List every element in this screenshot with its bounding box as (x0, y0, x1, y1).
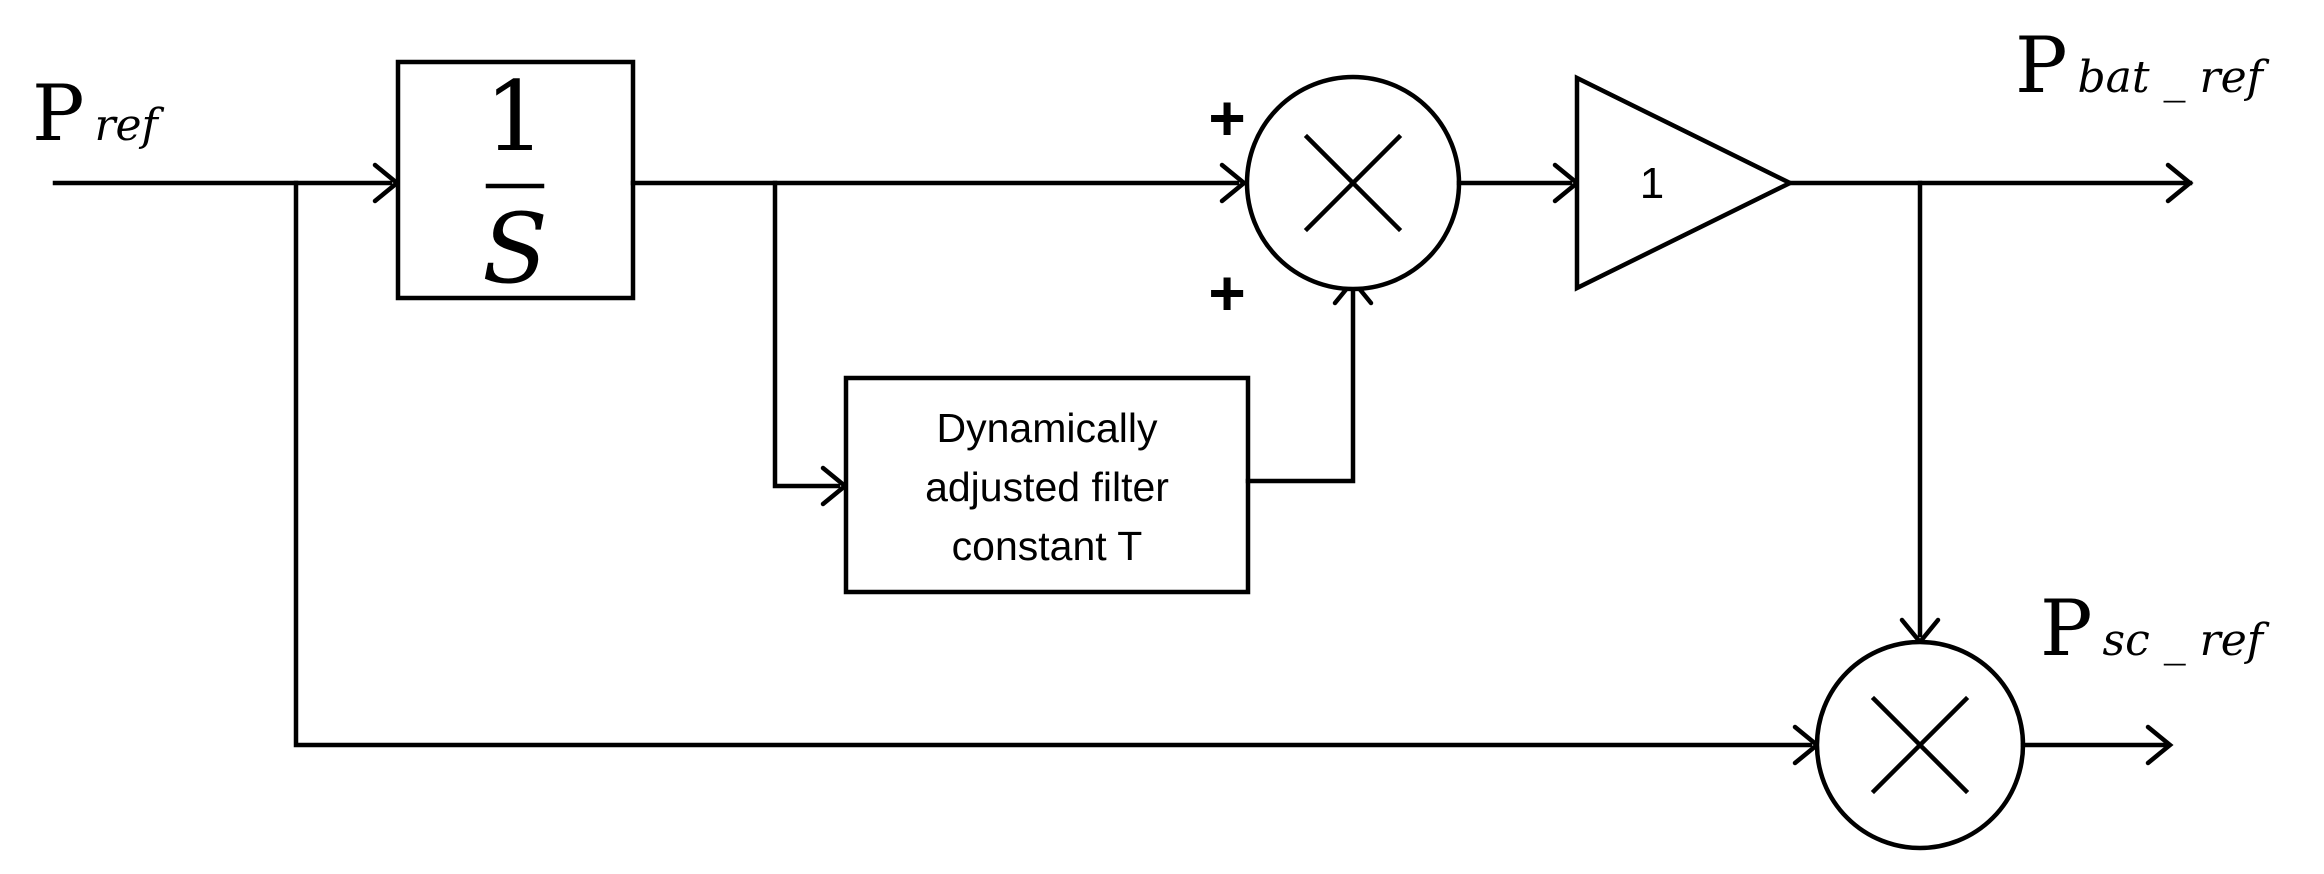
p-ref-subscript: ref (94, 100, 164, 151)
p-sc-ref-subscript: sc _ ref (2102, 615, 2269, 666)
filter-output-wire (1245, 285, 1356, 484)
p-bat-ref-arrow (2165, 162, 2194, 204)
filter-branch-wire (772, 180, 841, 489)
top-multiplier (1244, 74, 1462, 292)
gain-value: 1 (1640, 159, 1664, 208)
filter-block: Dynamically adjusted filter constant T (843, 375, 1251, 595)
integrator-numerator: 1 (484, 61, 545, 173)
bottom-multiplier (1814, 639, 2026, 851)
p-sc-ref-main: P (2040, 584, 2092, 674)
filter-line-2: adjusted filter (925, 464, 1169, 510)
integrator-block: 1 S (395, 59, 636, 305)
p-sc-ref-arrow (2145, 724, 2174, 766)
bypass-wire (293, 180, 1813, 748)
p-bat-ref-main: P (2015, 21, 2067, 111)
filter-line-1: Dynamically (937, 405, 1158, 451)
filter-line-3: constant T (952, 523, 1143, 569)
sign-bottom: + (1208, 257, 1245, 329)
integrator-denominator: S (482, 193, 548, 305)
p-ref-main: P (32, 69, 84, 159)
gain-block: 1 (1574, 74, 1796, 292)
p-bat-ref-subscript: bat _ ref (2077, 52, 2269, 103)
sign-top: + (1208, 82, 1245, 154)
top-multiplier-left-arrow (1219, 162, 1248, 204)
